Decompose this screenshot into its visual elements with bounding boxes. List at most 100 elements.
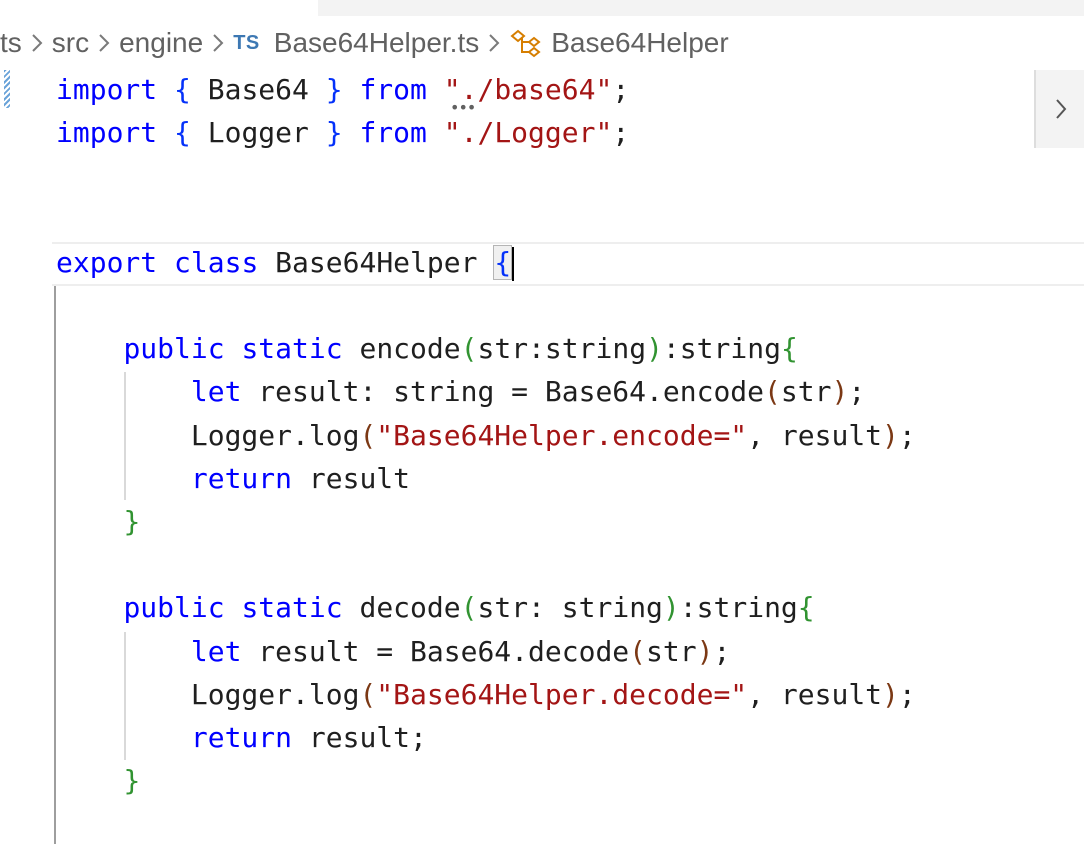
code-token: ) bbox=[882, 418, 899, 452]
code-token bbox=[157, 116, 174, 149]
code-token: :string bbox=[679, 591, 798, 625]
code-token: return bbox=[190, 721, 293, 754]
current-line-highlight bbox=[52, 242, 1084, 286]
code-token bbox=[343, 73, 360, 106]
code-token: "Base64Helper.encode=" bbox=[376, 418, 748, 452]
code-line[interactable]: return result bbox=[56, 457, 410, 501]
code-token: } bbox=[325, 116, 343, 150]
code-token: ( bbox=[629, 634, 647, 668]
code-token: static bbox=[241, 332, 343, 366]
peek-panel-toggle[interactable] bbox=[1034, 70, 1084, 148]
chevron-right-icon bbox=[97, 32, 111, 54]
code-token bbox=[56, 591, 123, 624]
collapsed-imports-ellipsis[interactable]: ••• bbox=[450, 98, 476, 117]
typescript-file-icon: TS bbox=[233, 31, 260, 54]
code-token bbox=[427, 116, 444, 149]
code-token: , result bbox=[747, 418, 883, 452]
code-token: ; bbox=[713, 634, 731, 668]
code-token: ) bbox=[662, 591, 680, 625]
code-token: import bbox=[56, 116, 158, 150]
code-token: static bbox=[241, 591, 343, 625]
tab-bar-strip bbox=[318, 0, 1084, 16]
code-line[interactable]: public static decode(str: string):string… bbox=[56, 586, 815, 630]
code-token: "./base64" bbox=[443, 73, 613, 106]
code-token bbox=[56, 635, 191, 668]
code-token: "Base64Helper.decode=" bbox=[376, 677, 748, 711]
code-token: ) bbox=[646, 332, 663, 366]
breadcrumb-item-ts[interactable]: ts bbox=[0, 27, 22, 58]
code-line[interactable]: } bbox=[56, 500, 140, 544]
code-token: ( bbox=[764, 375, 781, 409]
code-token: class bbox=[174, 245, 259, 279]
code-token bbox=[56, 375, 191, 408]
code-token: result: string = Base64.encode bbox=[241, 375, 765, 409]
code-token: str:string bbox=[477, 332, 647, 366]
code-token: Base64 bbox=[190, 73, 326, 106]
code-token: encode bbox=[342, 332, 461, 366]
chevron-right-icon bbox=[1054, 96, 1068, 122]
code-token: result = Base64.decode bbox=[241, 634, 630, 668]
chevron-right-icon bbox=[487, 32, 501, 54]
code-token: ( bbox=[460, 332, 478, 366]
code-token: ; bbox=[848, 375, 866, 409]
code-token bbox=[427, 73, 444, 106]
chevron-right-icon bbox=[211, 32, 225, 54]
code-token bbox=[56, 462, 191, 495]
code-token: from bbox=[359, 73, 427, 106]
code-token: "./Logger" bbox=[443, 116, 613, 150]
indent-guide bbox=[124, 632, 126, 760]
code-token bbox=[225, 591, 242, 624]
code-token: Logger.log bbox=[56, 418, 360, 452]
code-token: Logger.log bbox=[56, 677, 360, 711]
code-token: } bbox=[123, 505, 141, 538]
code-token: ) bbox=[831, 375, 849, 409]
breadcrumb-item-src[interactable]: src bbox=[51, 27, 90, 58]
code-token: ; bbox=[898, 418, 916, 452]
breadcrumb-item-file[interactable]: Base64Helper.ts bbox=[273, 27, 480, 58]
code-token: { bbox=[797, 591, 815, 625]
code-line[interactable]: export class Base64Helper { bbox=[56, 241, 515, 285]
code-line[interactable]: return result; bbox=[56, 716, 427, 760]
code-token: ; bbox=[898, 677, 916, 711]
code-token: ( bbox=[359, 677, 377, 711]
breadcrumb: ts src engine TS Base64Helper.ts Base64H… bbox=[0, 22, 1084, 64]
code-line[interactable]: import { Base64 } from "./base64"; bbox=[56, 68, 629, 112]
code-token bbox=[56, 721, 191, 754]
code-token: { bbox=[174, 116, 191, 150]
code-token: , result bbox=[747, 677, 883, 711]
code-token: { bbox=[493, 244, 513, 280]
code-token: ) bbox=[882, 677, 899, 711]
code-token: ) bbox=[696, 634, 714, 668]
breadcrumb-item-engine[interactable]: engine bbox=[119, 27, 204, 58]
code-token: let bbox=[190, 375, 242, 409]
text-cursor bbox=[512, 246, 515, 281]
code-token: let bbox=[190, 634, 242, 668]
class-symbol-icon bbox=[509, 28, 543, 58]
code-line[interactable]: Logger.log("Base64Helper.decode=", resul… bbox=[56, 673, 916, 717]
code-line[interactable]: import { Logger } from "./Logger"; bbox=[56, 111, 629, 155]
code-line[interactable]: public static encode(str:string):string{ bbox=[56, 327, 797, 371]
code-token: ; bbox=[612, 73, 630, 106]
code-token: return bbox=[190, 461, 293, 495]
code-line[interactable]: let result: string = Base64.encode(str); bbox=[56, 370, 865, 414]
code-token bbox=[56, 505, 123, 538]
code-token bbox=[56, 764, 123, 797]
breadcrumb-item-class[interactable]: Base64Helper bbox=[551, 27, 729, 58]
code-token: public bbox=[123, 332, 225, 366]
code-line[interactable]: Logger.log("Base64Helper.encode=", resul… bbox=[56, 414, 916, 458]
code-token: str bbox=[646, 634, 697, 668]
code-line[interactable]: let result = Base64.decode(str); bbox=[56, 630, 730, 674]
code-token bbox=[157, 73, 174, 106]
code-token: str bbox=[780, 375, 832, 409]
code-token: Base64Helper bbox=[258, 245, 495, 279]
code-token bbox=[56, 332, 123, 365]
indent-guide bbox=[124, 372, 126, 500]
code-token: :string bbox=[662, 332, 781, 366]
code-line[interactable]: } bbox=[56, 759, 140, 803]
code-token: public bbox=[123, 591, 225, 625]
code-token: str: string bbox=[477, 591, 663, 625]
git-change-indicator[interactable] bbox=[4, 70, 10, 108]
code-token: ( bbox=[460, 591, 478, 625]
code-token: result bbox=[292, 461, 411, 495]
code-token: result; bbox=[292, 721, 427, 754]
